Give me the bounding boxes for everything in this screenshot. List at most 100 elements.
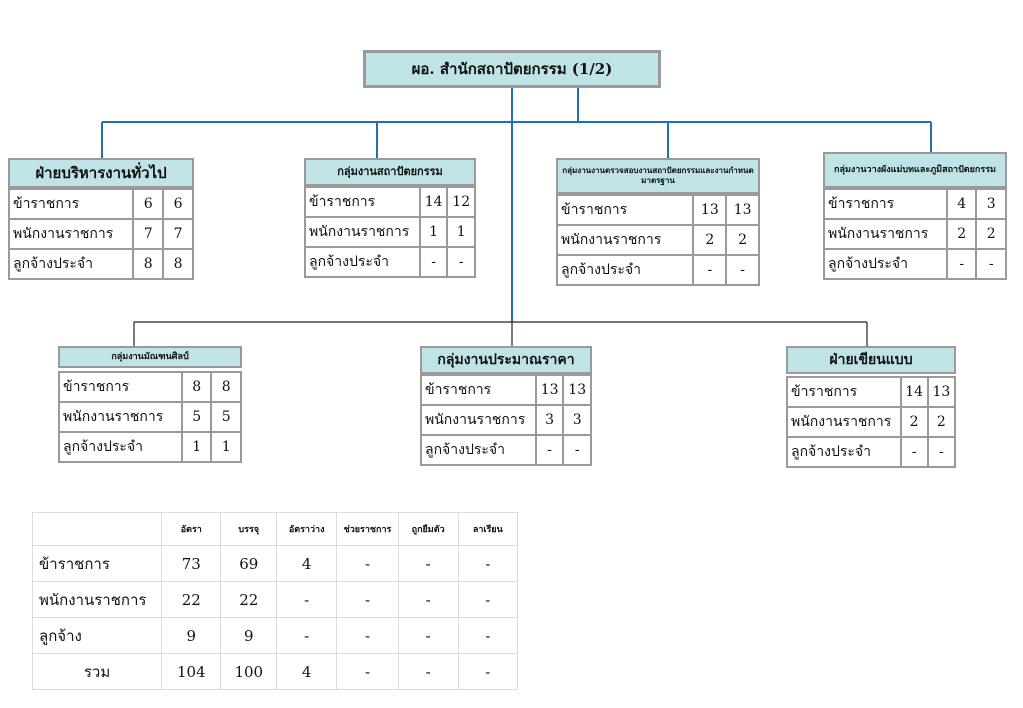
summary-cell: -	[397, 545, 459, 582]
count-filled: 2	[725, 224, 760, 256]
summary-header: บรรจุ	[220, 512, 278, 546]
count-filled: 3	[975, 188, 1007, 220]
count-filled: 6	[162, 188, 194, 220]
count-rate: 6	[132, 188, 165, 220]
count-rate: 14	[418, 186, 449, 218]
unit-title-cost-estimation: กลุ่มงานประมาณราคา	[420, 346, 592, 374]
summary-header: อัตรา	[161, 512, 222, 546]
row-label: พนักงานราชการ	[786, 406, 902, 438]
table-row: ลูกจ้างประจำ--	[823, 248, 1007, 280]
unit-title-inspection-standards: กลุ่มงานงานตรวจสอบงานสถาปัตยกรรมและงานกำ…	[556, 158, 760, 194]
count-rate: 14	[899, 376, 929, 408]
row-label: ลูกจ้างประจำ	[304, 246, 421, 278]
count-rate: -	[899, 436, 929, 468]
row-label: ลูกจ้างประจำ	[7, 248, 135, 280]
unit-title-architecture: กลุ่มงานสถาปัตยกรรม	[304, 158, 476, 186]
unit-title-drafting: ฝ่ายเขียนแบบ	[786, 346, 956, 374]
count-rate: 2	[899, 406, 929, 438]
row-label: พนักงานราชการ	[7, 218, 135, 250]
count-filled: 5	[210, 401, 242, 433]
unit-title-general-admin: ฝ่ายบริหารงานทั่วไป	[8, 158, 194, 188]
table-row: ลูกจ้างประจำ--	[420, 434, 592, 466]
count-filled: 13	[926, 376, 957, 408]
summary-cell: -	[457, 653, 519, 690]
root-director-box: ผอ. สำนักสถาปัตยกรรม (1/2)	[363, 50, 661, 88]
row-label: ข้าราชการ	[7, 188, 135, 220]
summary-cell: 9	[161, 617, 222, 654]
row-label: ข้าราชการ	[420, 374, 537, 406]
summary-cell: 22	[220, 581, 278, 618]
summary-cell: -	[336, 653, 399, 690]
count-rate: 13	[534, 374, 565, 406]
row-label: พนักงานราชการ	[304, 216, 421, 248]
count-rate: 1	[418, 216, 449, 248]
summary-row-label: พนักงานราชการ	[31, 581, 163, 618]
count-filled: -	[975, 248, 1007, 280]
table-row: ลูกจ้างประจำ--	[555, 254, 760, 286]
summary-header: ถูกยืมตัว	[397, 512, 459, 546]
row-label: ลูกจ้างประจำ	[58, 431, 183, 463]
count-filled: 13	[562, 374, 592, 406]
row-label: พนักงานราชการ	[58, 401, 183, 433]
row-label: ลูกจ้างประจำ	[823, 248, 948, 280]
summary-cell: -	[336, 581, 399, 618]
count-filled: 2	[926, 406, 957, 438]
summary-table: อัตรา บรรจุ อัตราว่าง ช่วยราชการ ถูกยืมต…	[31, 512, 519, 690]
summary-cell: -	[457, 545, 519, 582]
summary-cell: -	[276, 581, 338, 618]
count-filled: -	[446, 246, 476, 278]
table-row: พนักงานราชการ 22 22 - - - -	[31, 581, 519, 618]
count-rate: 5	[180, 401, 213, 433]
count-rate: 1	[180, 431, 213, 463]
summary-cell: 22	[161, 581, 222, 618]
summary-cell: 104	[161, 653, 222, 690]
table-row: ลูกจ้างประจำ--	[304, 246, 476, 278]
summary-cell: -	[336, 545, 399, 582]
summary-cell: -	[457, 581, 519, 618]
count-filled: 7	[162, 218, 194, 250]
count-rate: 4	[945, 188, 978, 220]
unit-title-interior-design: กลุ่มงานมัณฑนศิลป์	[58, 346, 242, 368]
summary-cell: 69	[220, 545, 278, 582]
count-filled: 8	[210, 371, 242, 403]
count-filled: 8	[162, 248, 194, 280]
summary-cell: 9	[220, 617, 278, 654]
row-label: พนักงานราชการ	[555, 224, 695, 256]
table-row: ลูกจ้างประจำ--	[786, 436, 957, 468]
count-rate: -	[692, 254, 728, 286]
row-label: ข้าราชการ	[786, 376, 902, 408]
count-filled: -	[926, 436, 957, 468]
summary-cell: -	[457, 617, 519, 654]
summary-header: อัตราว่าง	[276, 512, 338, 546]
row-label: ลูกจ้างประจำ	[786, 436, 902, 468]
row-label: ลูกจ้างประจำ	[555, 254, 695, 286]
unit-title-master-plan-landscape: กลุ่มงานวางผังแม่บทและภูมิสถาปัตยกรรม	[823, 152, 1007, 188]
summary-row-label: ลูกจ้าง	[31, 617, 163, 654]
count-rate: 13	[692, 194, 728, 226]
summary-cell: 4	[276, 545, 338, 582]
summary-cell: -	[336, 617, 399, 654]
count-rate: -	[418, 246, 449, 278]
count-rate: 8	[132, 248, 165, 280]
summary-row-label: ข้าราชการ	[31, 545, 163, 582]
row-label: ข้าราชการ	[304, 186, 421, 218]
count-rate: 3	[534, 404, 565, 436]
count-filled: 1	[210, 431, 242, 463]
count-filled: 13	[725, 194, 760, 226]
